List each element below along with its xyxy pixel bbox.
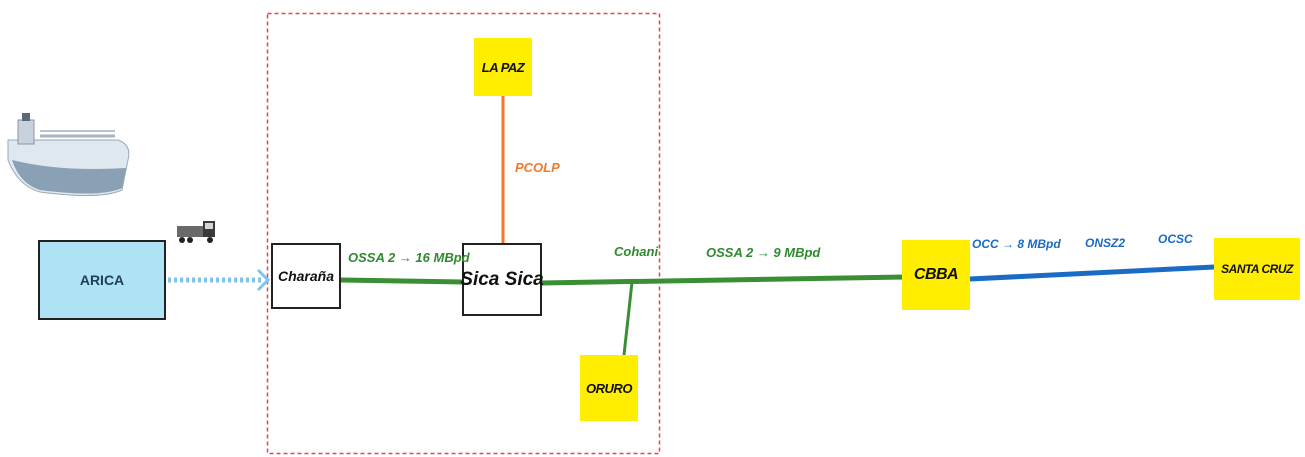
label-ocsc: OCSC xyxy=(1158,232,1193,246)
pipeline-charana-sicasica xyxy=(339,277,464,285)
label-ossa2-16: OSSA 2 → 16 MBpd xyxy=(348,250,470,265)
node-arica: ARICA xyxy=(38,240,166,320)
node-sica-sica: Sica Sica xyxy=(460,243,544,316)
node-charana: Charaña xyxy=(271,243,341,309)
label-occ-8: OCC → 8 MBpd xyxy=(972,237,1061,251)
label-onsz2: ONSZ2 xyxy=(1085,236,1126,250)
tanker-ship-icon xyxy=(7,113,130,197)
tanker-truck-icon xyxy=(177,221,215,243)
pipeline-cbba-santacruz xyxy=(969,264,1215,282)
label-ossa2-9: OSSA 2 → 9 MBpd xyxy=(706,245,821,260)
region-boundary xyxy=(266,12,661,455)
node-santa-cruz: SANTA CRUZ xyxy=(1214,238,1300,300)
pipeline-oruro-branch xyxy=(622,281,634,356)
label-pcolp: PCOLP xyxy=(515,160,560,175)
import-flow-arrowhead xyxy=(256,268,271,292)
node-oruro: ORURO xyxy=(580,355,638,421)
node-cbba: CBBA xyxy=(902,240,970,310)
pipeline-sicasica-cbba xyxy=(540,274,906,286)
node-la-paz: LA PAZ xyxy=(474,38,532,96)
label-cohani: Cohani xyxy=(614,244,659,259)
